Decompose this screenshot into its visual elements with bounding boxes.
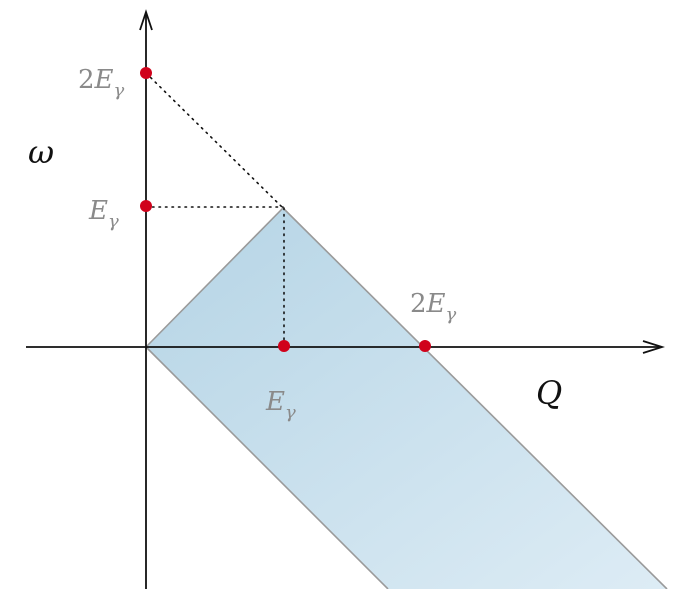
guide-diagonal [145,72,284,209]
region-edge-upper-left [145,207,284,348]
marker-2e-gamma-q [419,340,431,352]
q-axis-arrowhead [642,340,665,354]
label-2e-gamma-omega: 2Eγ [78,65,125,101]
omega-axis-label: ω [28,133,54,171]
label-2e-gamma-q: 2Eγ [410,289,457,325]
allowed-region [146,208,667,589]
label-e-gamma-omega: Eγ [88,196,119,232]
omega-axis-arrowhead [139,9,153,31]
marker-2e-gamma-omega [140,67,152,79]
label-e-gamma-q: Eγ [265,387,296,423]
region-edge-lower-left [145,346,389,589]
marker-e-gamma-q [278,340,290,352]
region-edge-right [282,207,668,589]
q-axis-label: Q [536,374,562,412]
marker-e-gamma-omega [140,200,152,212]
